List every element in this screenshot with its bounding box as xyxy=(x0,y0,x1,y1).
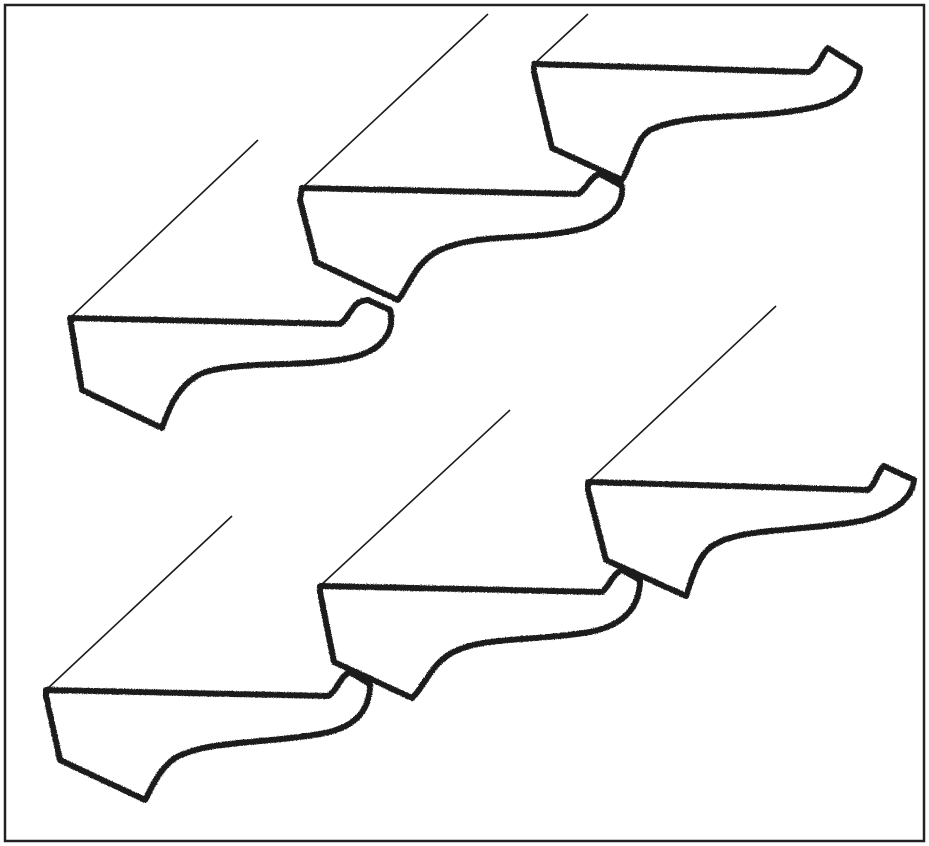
upper-step-1-edge-line xyxy=(70,140,258,318)
lower-step-3-edge-line xyxy=(588,306,776,482)
lower-step-3-profile xyxy=(588,466,914,596)
lower-step-1-edge-line xyxy=(46,516,232,690)
upper-step-3-profile xyxy=(534,48,860,180)
lower-step-2-profile xyxy=(320,570,640,698)
upper-step-2-profile xyxy=(300,174,622,300)
lower-step-2-edge-line xyxy=(320,410,510,586)
upper-row xyxy=(70,14,860,428)
lower-step-1-profile xyxy=(46,672,370,800)
upper-step-1-profile xyxy=(70,300,391,428)
upper-step-2-edge-line xyxy=(302,14,488,188)
upper-step-3-edge-line xyxy=(534,14,588,64)
